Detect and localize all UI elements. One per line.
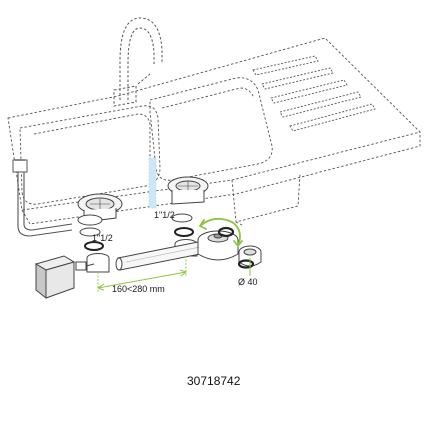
right-bowl bbox=[149, 77, 273, 181]
left-bowl bbox=[19, 105, 161, 205]
product-code: 30718742 bbox=[187, 374, 241, 388]
faucet bbox=[113, 17, 163, 107]
spacing-label: 160<280 mm bbox=[112, 284, 165, 294]
rotate-arrow-icon bbox=[199, 217, 243, 247]
countertop bbox=[7, 37, 421, 225]
connector-left-label: 1"1/2 bbox=[92, 233, 113, 243]
spacing-dimension bbox=[97, 256, 187, 292]
left-strainer bbox=[77, 193, 123, 226]
seal-rings bbox=[217, 226, 255, 269]
left-connector bbox=[79, 227, 110, 273]
appliance-box bbox=[34, 255, 95, 300]
sink-skirt bbox=[231, 173, 301, 227]
connector-right-label: 1"1/2 bbox=[154, 210, 175, 220]
connecting-pipe bbox=[115, 239, 211, 271]
center-divider bbox=[148, 157, 157, 209]
drainboard-ridges bbox=[252, 55, 376, 132]
overflow-hose bbox=[12, 159, 73, 237]
right-strainer bbox=[167, 176, 209, 205]
diameter-label: Ø 40 bbox=[238, 277, 258, 287]
